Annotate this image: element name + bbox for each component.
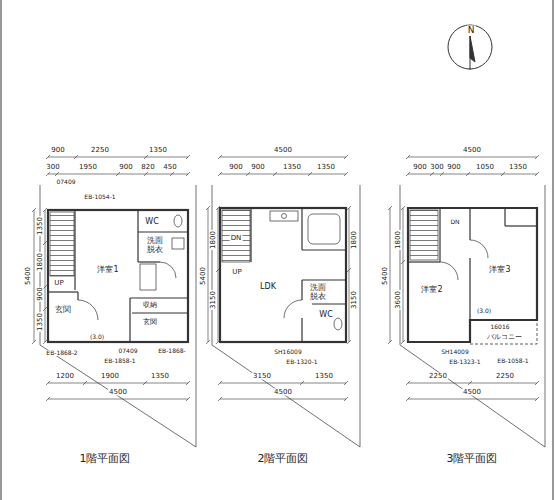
- dimension-label: 16016: [489, 324, 510, 330]
- dimension-label: 450: [162, 164, 177, 171]
- dimension-label: 4500: [273, 147, 293, 154]
- dimension-label: 1350: [150, 373, 170, 380]
- room-name: N: [467, 26, 476, 35]
- dimension-label: 1950: [78, 164, 98, 171]
- room-name: 洋室2: [420, 286, 443, 294]
- room-name: LDK: [259, 283, 277, 291]
- dimension-label: 1350: [314, 373, 334, 380]
- room-name: 洗面 脱衣: [145, 236, 165, 254]
- dimension-label: 玄関: [142, 319, 158, 326]
- dimension-label: 4500: [462, 147, 482, 154]
- dimension-label: 1350: [148, 147, 168, 154]
- dimension-label: (3.0): [476, 308, 492, 314]
- dimension-label: 300: [429, 164, 444, 171]
- dimension-label: 1350: [316, 164, 336, 171]
- dimension-label: 3150: [351, 290, 358, 310]
- dimension-label: 5400: [25, 266, 32, 286]
- dimension-label: 07409: [55, 179, 76, 185]
- dimension-label: 2250: [495, 373, 515, 380]
- dimension-label: 4500: [108, 389, 128, 396]
- dimension-label: バルコニー: [486, 334, 523, 341]
- dimension-label: 5400: [200, 266, 207, 286]
- dimension-label: SH14009: [440, 349, 469, 355]
- dimension-label: SH16009: [273, 349, 302, 355]
- dimension-label: 1350: [37, 312, 44, 332]
- room-name: 洗面 脱衣: [308, 283, 328, 301]
- dimension-label: 1900: [100, 373, 120, 380]
- dimension-label: 2250: [428, 373, 448, 380]
- dimension-label: EB-1868-: [157, 348, 187, 354]
- room-name: 洋室1: [96, 266, 119, 274]
- dimension-label: UP: [53, 280, 64, 287]
- dimension-label: 1800: [37, 252, 44, 272]
- dimension-label: 1350: [508, 164, 528, 171]
- dimension-label: 900: [446, 164, 461, 171]
- floor-title: 2階平面図: [257, 453, 310, 464]
- dimension-label: 1050: [475, 164, 495, 171]
- dimension-label: UP: [231, 269, 242, 276]
- dimension-label: 1350: [282, 164, 302, 171]
- floor-title: 1階平面図: [79, 453, 132, 464]
- dimension-label: EB-1858-1: [103, 358, 136, 364]
- dimension-label: 3150: [252, 373, 272, 380]
- dimension-label: 1800: [395, 230, 402, 250]
- dimension-label: DN: [449, 219, 460, 225]
- dimension-label: 5400: [382, 266, 389, 286]
- dimension-label: EB-1323-1: [448, 359, 481, 365]
- dimension-label: EB-1320-1: [285, 359, 318, 365]
- dimension-label: 900: [250, 164, 265, 171]
- room-name: 洋室3: [488, 266, 511, 274]
- dimension-label: 収納: [142, 302, 158, 309]
- dimension-label: 900: [228, 164, 243, 171]
- dimension-label: EB-1054-1: [83, 194, 116, 200]
- dimension-label: 3600: [395, 290, 402, 310]
- dimension-label: 900: [37, 286, 44, 301]
- dimension-label: 07409: [117, 348, 138, 354]
- dimension-label: 1200: [55, 373, 75, 380]
- dimension-label: 300: [45, 164, 60, 171]
- floor-title: 3階平面図: [446, 453, 499, 464]
- room-name: WC: [144, 218, 160, 226]
- dimension-label: 3150: [210, 290, 217, 310]
- dimension-label: 2250: [90, 147, 110, 154]
- dimension-label: 4500: [273, 389, 293, 396]
- dimension-label: 1800: [210, 230, 217, 250]
- dimension-label: 1800: [351, 230, 358, 250]
- dimension-label: 1350: [37, 216, 44, 236]
- dimension-label: DN: [230, 235, 243, 242]
- room-name: WC: [318, 311, 334, 319]
- dimension-label: 820: [140, 164, 155, 171]
- dimension-label: EB-1058-1: [496, 358, 529, 364]
- dimension-label: 900: [50, 147, 65, 154]
- room-name: 玄関: [54, 306, 72, 314]
- dimension-label: 900: [412, 164, 427, 171]
- dimension-label: (3.0): [89, 334, 105, 340]
- dimension-label: 900: [118, 164, 133, 171]
- dimension-label: EB-1868-2: [45, 350, 78, 356]
- dimension-label: 4500: [462, 389, 482, 396]
